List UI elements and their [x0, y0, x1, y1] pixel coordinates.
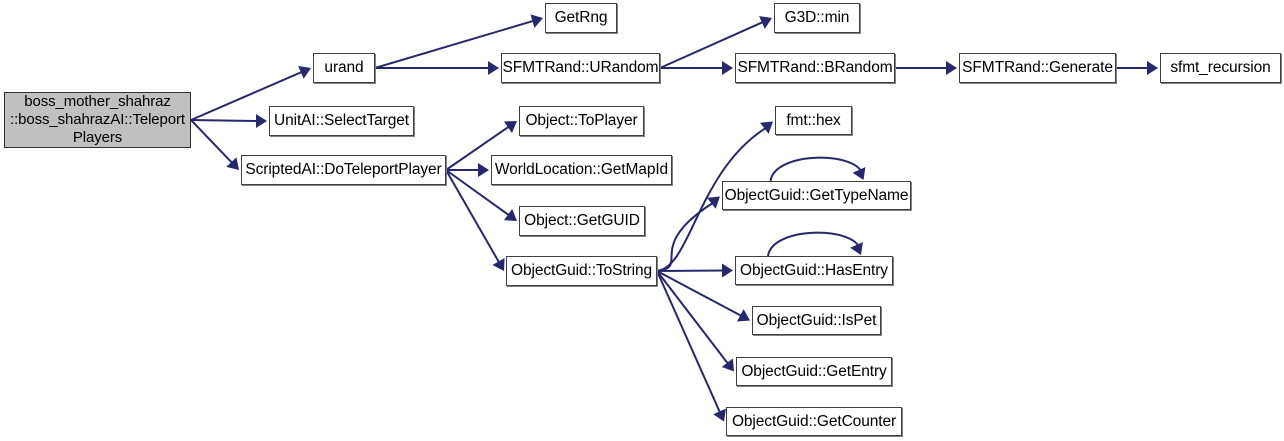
- node-label: urand: [324, 59, 364, 77]
- node-getguid[interactable]: Object::GetGUID: [519, 206, 645, 236]
- node-g3dmin[interactable]: G3D::min: [774, 3, 860, 33]
- node-label: ObjectGuid::GetTypeName: [724, 186, 909, 204]
- node-fmthex[interactable]: fmt::hex: [775, 106, 852, 135]
- node-label: ObjectGuid::HasEntry: [740, 261, 888, 279]
- node-doteleport[interactable]: ScriptedAI::DoTeleportPlayer: [241, 155, 446, 185]
- node-toplayer[interactable]: Object::ToPlayer: [519, 106, 644, 136]
- node-label: boss_mother_shahraz ::boss_shahrazAI::Te…: [10, 92, 185, 147]
- node-root[interactable]: boss_mother_shahraz ::boss_shahrazAI::Te…: [4, 92, 191, 148]
- node-selecttarget[interactable]: UnitAI::SelectTarget: [269, 106, 414, 136]
- node-urandom[interactable]: SFMTRand::URandom: [501, 53, 660, 83]
- node-label: SFMTRand::URandom: [502, 59, 659, 77]
- node-tostring[interactable]: ObjectGuid::ToString: [506, 256, 657, 286]
- node-getcounter[interactable]: ObjectGuid::GetCounter: [726, 407, 902, 436]
- node-label: ObjectGuid::IsPet: [756, 311, 877, 329]
- node-label: Object::GetGUID: [524, 212, 640, 230]
- node-label: ObjectGuid::ToString: [511, 262, 653, 280]
- node-label: Object::ToPlayer: [525, 112, 638, 130]
- node-hasentry[interactable]: ObjectGuid::HasEntry: [735, 256, 893, 285]
- node-sfmtrec[interactable]: sfmt_recursion: [1160, 53, 1281, 83]
- node-generate[interactable]: SFMTRand::Generate: [959, 53, 1116, 83]
- node-getrng[interactable]: GetRng: [545, 3, 617, 33]
- node-label: WorldLocation::GetMapId: [494, 161, 669, 179]
- node-label: SFMTRand::BRandom: [737, 59, 893, 77]
- node-getentry[interactable]: ObjectGuid::GetEntry: [736, 357, 892, 386]
- node-label: GetRng: [554, 9, 608, 27]
- node-gettypename[interactable]: ObjectGuid::GetTypeName: [722, 181, 911, 210]
- node-ispet[interactable]: ObjectGuid::IsPet: [752, 306, 881, 335]
- node-label: UnitAI::SelectTarget: [274, 112, 409, 130]
- node-getmapid[interactable]: WorldLocation::GetMapId: [491, 155, 672, 185]
- node-urand[interactable]: urand: [313, 53, 375, 83]
- node-label: ObjectGuid::GetCounter: [731, 412, 897, 430]
- node-label: ObjectGuid::GetEntry: [741, 362, 887, 380]
- node-label: SFMTRand::Generate: [962, 59, 1113, 77]
- node-label: G3D::min: [784, 9, 850, 27]
- node-label: ScriptedAI::DoTeleportPlayer: [245, 161, 442, 179]
- node-brandom[interactable]: SFMTRand::BRandom: [735, 53, 895, 83]
- node-label: sfmt_recursion: [1170, 59, 1271, 77]
- node-label: fmt::hex: [786, 111, 841, 129]
